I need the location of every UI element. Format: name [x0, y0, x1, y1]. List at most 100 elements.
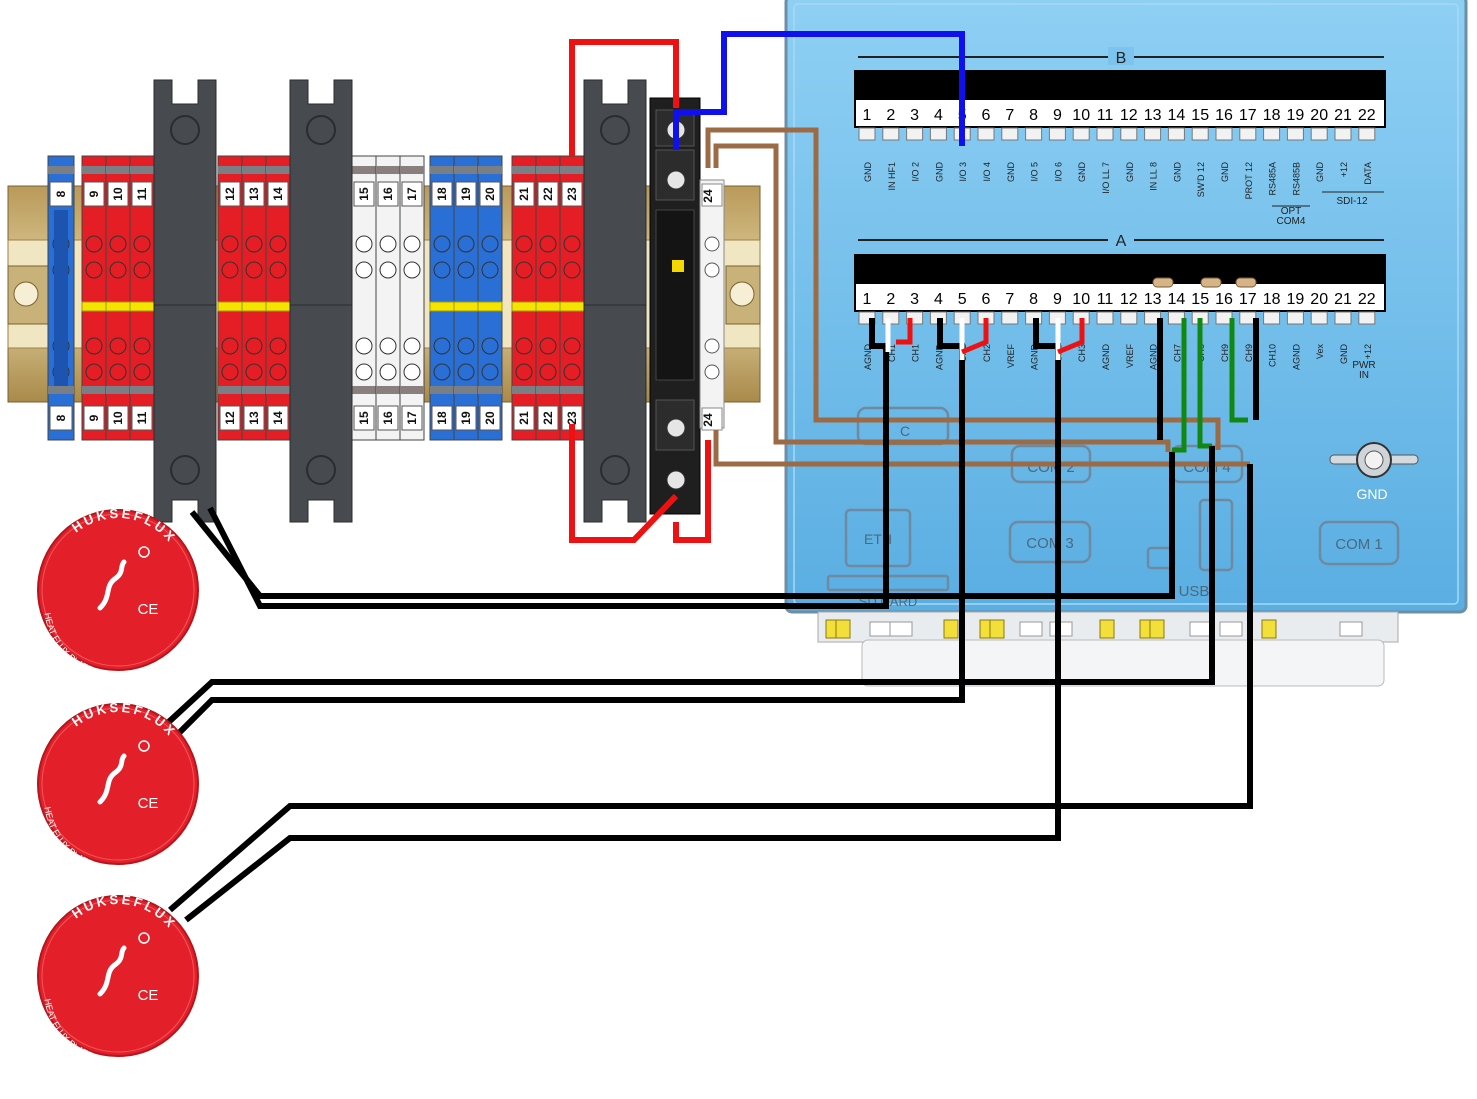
terminal-blocks: 8899101011111212131314141515161617171818…: [47, 155, 585, 441]
terminal-number: 8: [54, 190, 68, 197]
wire-green-ch7: [1172, 318, 1187, 453]
row-a-screw-terminal: [1001, 311, 1019, 325]
wire-brown-3: [713, 430, 1250, 467]
connector-pin-icon: [835, 619, 851, 639]
row-a-screw-terminal: [1286, 311, 1304, 325]
row-b-pin-number: 4: [934, 107, 943, 124]
terminal-number: 9: [87, 190, 101, 197]
row-a-pin-number: 22: [1358, 291, 1376, 308]
spring-clamp-icon: [245, 235, 263, 253]
wire-black-plate3-b: [168, 464, 1253, 913]
spring-clamp-icon: [515, 261, 533, 279]
terminal-number: 8: [54, 414, 68, 421]
spring-clamp-icon: [221, 337, 239, 355]
separator-plate: [153, 79, 217, 523]
terminal-number: 19: [459, 411, 473, 425]
row-b-screw-terminal: [1025, 127, 1043, 141]
terminal-number: 19: [459, 187, 473, 201]
row-b-screw-terminal: [1358, 127, 1376, 141]
spring-clamp-icon: [109, 337, 127, 355]
terminal-number: 17: [405, 187, 419, 201]
separator-plate: [583, 79, 647, 523]
row-a-pin-number: 5: [958, 291, 967, 308]
spring-clamp-icon: [403, 261, 421, 279]
row-a-pin-label: AGND: [863, 344, 873, 371]
row-a-screw-terminal: [1310, 311, 1328, 325]
row-a-pin-label: CH10: [1268, 344, 1278, 367]
terminal-number: 10: [111, 187, 125, 201]
screw-icon: [666, 170, 686, 190]
row-b-pin-label: DATA: [1363, 162, 1373, 185]
spring-clamp-icon: [133, 337, 151, 355]
shunt-number-top: 24: [701, 189, 715, 203]
row-a-pin-number: 18: [1263, 291, 1281, 308]
spring-clamp-icon: [245, 363, 263, 381]
row-b-screw-terminal: [1263, 127, 1281, 141]
row-b-screw-terminal: [1215, 127, 1233, 141]
row-b-pin-label: I/O LL 7: [1101, 162, 1111, 194]
row-b-screw-terminal: [882, 127, 900, 141]
terminal-number: 12: [223, 411, 237, 425]
spring-clamp-icon: [221, 235, 239, 253]
connector-pin-icon: [989, 619, 1005, 639]
row-b-group-sdi: SDI-12: [1336, 196, 1368, 207]
terminal-number: 13: [247, 187, 261, 201]
terminal-number: 17: [405, 411, 419, 425]
spring-clamp-icon: [481, 363, 499, 381]
row-b-pin-number: 12: [1120, 107, 1138, 124]
terminal-number: 14: [271, 411, 285, 425]
row-b-pin-number: 17: [1239, 107, 1257, 124]
row-b-pin-number: 11: [1097, 107, 1114, 124]
ce-mark: CE: [138, 987, 159, 1004]
row-a-pin-label: AGND: [1030, 344, 1040, 371]
spring-clamp-icon: [379, 363, 397, 381]
spring-clamp-icon: [433, 337, 451, 355]
terminal-number: 10: [111, 411, 125, 425]
row-a-pin-number: 14: [1168, 291, 1186, 308]
spring-clamp-icon: [221, 261, 239, 279]
row-a-pin-label: AGND: [1291, 344, 1301, 371]
spring-clamp-icon: [563, 261, 581, 279]
separator-plates: [153, 79, 647, 523]
wire-green-ch9: [1229, 318, 1248, 423]
row-b-pin-label: GND: [934, 162, 944, 183]
spring-clamp-icon: [133, 235, 151, 253]
indicator-led: [672, 260, 684, 272]
wire-blue-io3: [673, 31, 965, 150]
screw-icon: [666, 418, 686, 438]
row-a-pin-number: 2: [886, 291, 895, 308]
row-b-pin-label: GND: [1315, 162, 1325, 183]
terminal-number: 20: [483, 411, 497, 425]
terminal-number: 22: [541, 411, 555, 425]
row-b-screw-terminal: [1120, 127, 1138, 141]
row-a-pin-number: 4: [934, 291, 943, 308]
wire-black-plate2-a: [167, 318, 965, 745]
terminal-number: 20: [483, 187, 497, 201]
row-b-screw-terminal: [906, 127, 924, 141]
connector-slot-icon: [1019, 621, 1043, 637]
connector-slot-icon: [869, 621, 893, 637]
spring-clamp-icon: [355, 261, 373, 279]
spring-clamp-icon: [245, 261, 263, 279]
heat-flux-symbol-icon: [97, 753, 127, 805]
terminal-number: 11: [135, 411, 149, 424]
spring-clamp-icon: [109, 235, 127, 253]
plus-mark-icon: [138, 546, 150, 558]
terminal-number: 21: [517, 411, 531, 425]
spring-clamp-icon: [433, 363, 451, 381]
spring-clamp-icon: [539, 337, 557, 355]
port-c-label: C: [900, 423, 910, 439]
row-a-screw-terminal: [1096, 311, 1114, 325]
spring-clamp-icon: [433, 261, 451, 279]
row-b-pin-number: 13: [1144, 107, 1162, 124]
